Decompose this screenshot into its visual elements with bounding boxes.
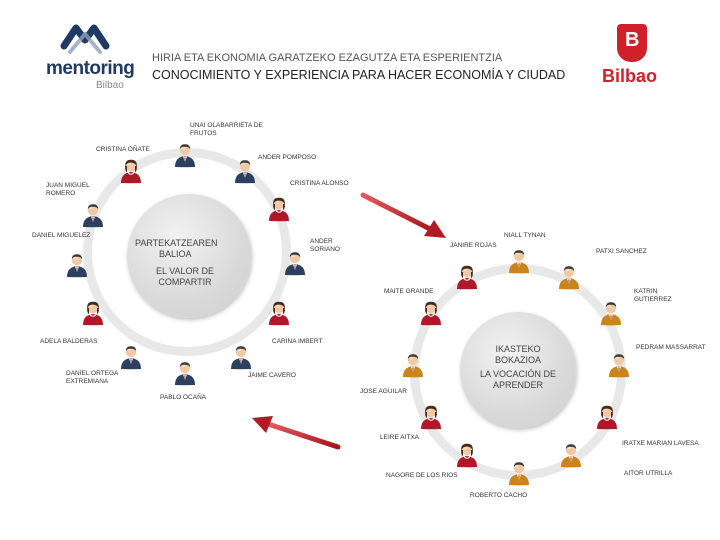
name-nagore: NAGORE DE LOS RIOS (386, 472, 458, 479)
name-jose: JOSE AGUILAR (360, 388, 407, 395)
person-icon (594, 402, 620, 430)
left-hub (127, 194, 251, 318)
left-hub-line2: BALIOA (159, 248, 192, 259)
left-hub-line3: EL VALOR DE (155, 266, 215, 276)
right-hub-text: IKASTEKO BOKAZIOA (470, 344, 566, 366)
right-hub-line2: BOKAZIOA (494, 354, 541, 365)
person-icon (80, 298, 106, 326)
name-jaime: JAIME CAVERO (248, 372, 296, 379)
person-icon (172, 358, 198, 386)
bilbao-logo-letter: B (625, 29, 640, 51)
name-maite: MAITE GRANDE (384, 288, 434, 295)
name-iratxe: IRATXE MARIAN LAVESA (622, 440, 699, 447)
left-hub-text: PARTEKATZEAREN BALIOA (135, 238, 235, 260)
right-hub-text-es: LA VOCACIÓN DE APRENDER (470, 369, 566, 391)
person-icon (400, 350, 426, 378)
person-icon (598, 298, 624, 326)
right-hub (460, 312, 576, 428)
person-icon (454, 440, 480, 468)
person-icon (556, 262, 582, 290)
bilbao-logo-text: Bilbao (602, 66, 658, 86)
name-daniel-ortega: DANIEL ORTEGA EXTREMIANA (66, 370, 119, 386)
person-icon (228, 342, 254, 370)
person-icon (282, 248, 308, 276)
person-icon (118, 156, 144, 184)
name-ander-soriano: ANDER SORIANO (310, 238, 340, 254)
person-icon (418, 402, 444, 430)
person-icon (506, 246, 532, 274)
right-hub-line1: IKASTEKO (495, 344, 541, 354)
right-hub-line3: LA VOCACIÓN DE (479, 369, 557, 379)
mentoring-logo-sub: Bilbao (96, 80, 124, 91)
bilbao-logo: B Bilbao (600, 22, 666, 92)
page-title-spanish: CONOCIMIENTO Y EXPERIENCIA PARA HACER EC… (152, 68, 566, 82)
name-katrin: KATRIN GUTIERREZ (634, 288, 672, 304)
bilbao-logo-badge: B (617, 24, 647, 62)
right-hub-line4: APRENDER (492, 379, 543, 390)
person-icon (118, 342, 144, 370)
name-janire: JANIRE ROJAS (450, 242, 497, 249)
page-title-basque: HIRIA ETA EKONOMIA GARATZEKO EZAGUTZA ET… (152, 52, 503, 64)
person-icon (418, 298, 444, 326)
name-carina: CARINA IMBERT (272, 338, 323, 345)
person-icon (172, 140, 198, 168)
name-cristina-onate: CRISTINA OÑATE (96, 146, 150, 153)
name-juan-miguel: JUAN MIGUEL ROMERO (46, 182, 90, 198)
person-icon (80, 200, 106, 228)
mentoring-logo-icon (60, 24, 110, 54)
name-pablo: PABLO OCAÑA (160, 394, 207, 401)
arrow-left-icon (252, 416, 341, 450)
name-daniel-miguelez: DANIEL MIGUELEZ (32, 232, 91, 239)
left-hub-line1: PARTEKATZEAREN (135, 238, 218, 248)
person-icon (558, 440, 584, 468)
mentoring-logo-text: mentoring (46, 58, 135, 79)
person-icon (266, 298, 292, 326)
name-pedram: PEDRAM MASSARRAT (636, 344, 706, 351)
person-icon (606, 350, 632, 378)
left-hub-line4: COMPARTIR (158, 276, 212, 287)
name-leire: LEIRE AITXA (380, 434, 420, 441)
name-unai: UNAI OLABARRIETA DE FRUTOS (190, 122, 263, 138)
name-cristina-alonso: CRISTINA ALONSO (290, 180, 349, 187)
name-adela: ADELA BALDERAS (40, 338, 98, 345)
name-aitor: AITOR UTRILLA (624, 470, 673, 477)
person-icon (506, 458, 532, 486)
mentoring-logo: mentoring Bilbao (44, 22, 135, 92)
person-icon (454, 262, 480, 290)
person-icon (266, 194, 292, 222)
person-icon (64, 250, 90, 278)
name-niall: NIALL TYNAN (504, 232, 546, 239)
name-roberto: ROBERTO CACHO (470, 492, 528, 499)
arrow-right-icon (360, 192, 446, 238)
name-ander-pomposo: ANDER POMPOSO (258, 154, 317, 161)
name-patxi: PATXI SANCHEZ (596, 248, 647, 255)
left-hub-text-es: EL VALOR DE COMPARTIR (140, 266, 230, 288)
person-icon (232, 156, 258, 184)
